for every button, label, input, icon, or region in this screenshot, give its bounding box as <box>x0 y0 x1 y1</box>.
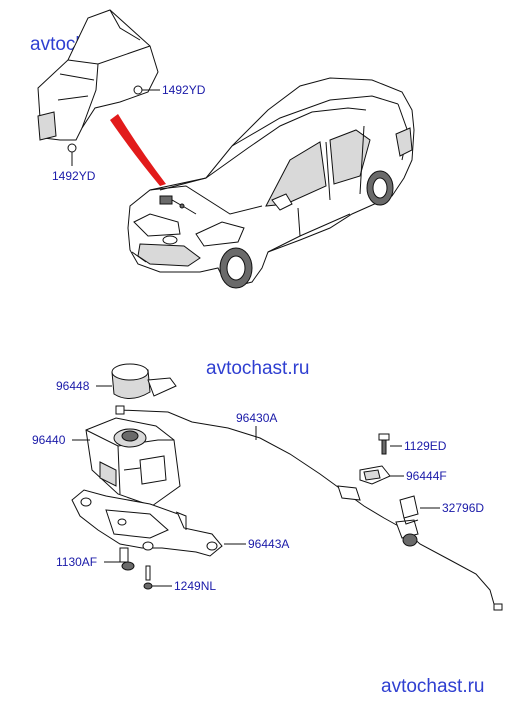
part-96444f-clip <box>359 465 391 485</box>
callout-96448: 96448 <box>56 379 90 393</box>
part-96430a-cable <box>115 405 503 611</box>
car-illustration <box>127 77 415 289</box>
part-1249nl-screw <box>143 565 153 590</box>
watermark-middle: avtochast.ru <box>206 358 310 379</box>
part-1129ed-bolt <box>378 433 390 455</box>
callout-1249nl: 1249NL <box>174 579 216 593</box>
grommet-1492yd-upper <box>133 85 160 95</box>
part-96440-actuator <box>85 417 181 507</box>
part-1130af-bolt <box>119 547 135 571</box>
part-96448-cap <box>111 363 177 399</box>
callout-96430a: 96430A <box>236 411 277 425</box>
callout-96444f: 96444F <box>406 469 447 483</box>
grommet-1492yd-lower <box>67 143 77 166</box>
callout-1130af: 1130AF <box>56 555 97 569</box>
part-96443a-bracket <box>71 489 223 557</box>
callout-96443a: 96443A <box>248 537 289 551</box>
fender-bracket-panel <box>37 9 159 141</box>
watermark-bottom: avtochast.ru <box>381 676 485 697</box>
callout-1129ed: 1129ED <box>404 439 447 453</box>
callout-32796d: 32796D <box>442 501 484 515</box>
pointer-arrow <box>110 114 166 186</box>
part-32796d-bracket <box>399 495 419 525</box>
callout-1492yd-lower: 1492YD <box>52 169 96 183</box>
callout-1492yd-upper: 1492YD <box>162 83 206 97</box>
callout-96440: 96440 <box>32 433 66 447</box>
